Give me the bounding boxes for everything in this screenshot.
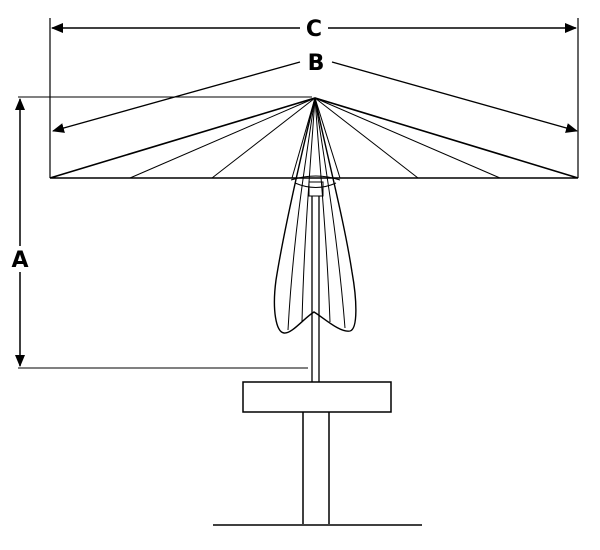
dimension-c-label-bg: [300, 15, 328, 41]
runner-hub-lower: [294, 182, 337, 188]
closed-canopy-fold: [287, 97, 316, 331]
canopy-panel-line: [211, 97, 316, 179]
dimension-a-label: A: [11, 248, 28, 273]
closed-canopy-fold: [301, 97, 316, 323]
canopy-outline: [49, 97, 579, 179]
closed-canopy-fold: [314, 97, 346, 329]
dimension-b-arrow-right: [331, 61, 578, 133]
canopy-panel-line: [314, 97, 419, 179]
dimension-a: A: [6, 96, 312, 369]
closed-canopy: [273, 97, 357, 334]
canopy-panel-line: [314, 97, 501, 179]
dimension-b: B: [52, 51, 578, 133]
dimension-c-label: C: [306, 17, 322, 42]
closed-canopy-outline: [273, 97, 357, 334]
canopy-panel-line: [314, 97, 341, 179]
closed-canopy-fold: [314, 97, 331, 323]
dimension-c: C: [49, 15, 579, 178]
pole: [311, 196, 320, 385]
runner-hub: [290, 175, 341, 181]
dimension-b-label: B: [308, 51, 325, 76]
runner-collar: [308, 181, 324, 197]
table-top: [242, 381, 392, 413]
table-base: [213, 381, 422, 526]
canopy-panel-line: [129, 97, 316, 179]
dimension-a-label-bg: [6, 246, 34, 272]
open-canopy: [49, 97, 579, 179]
